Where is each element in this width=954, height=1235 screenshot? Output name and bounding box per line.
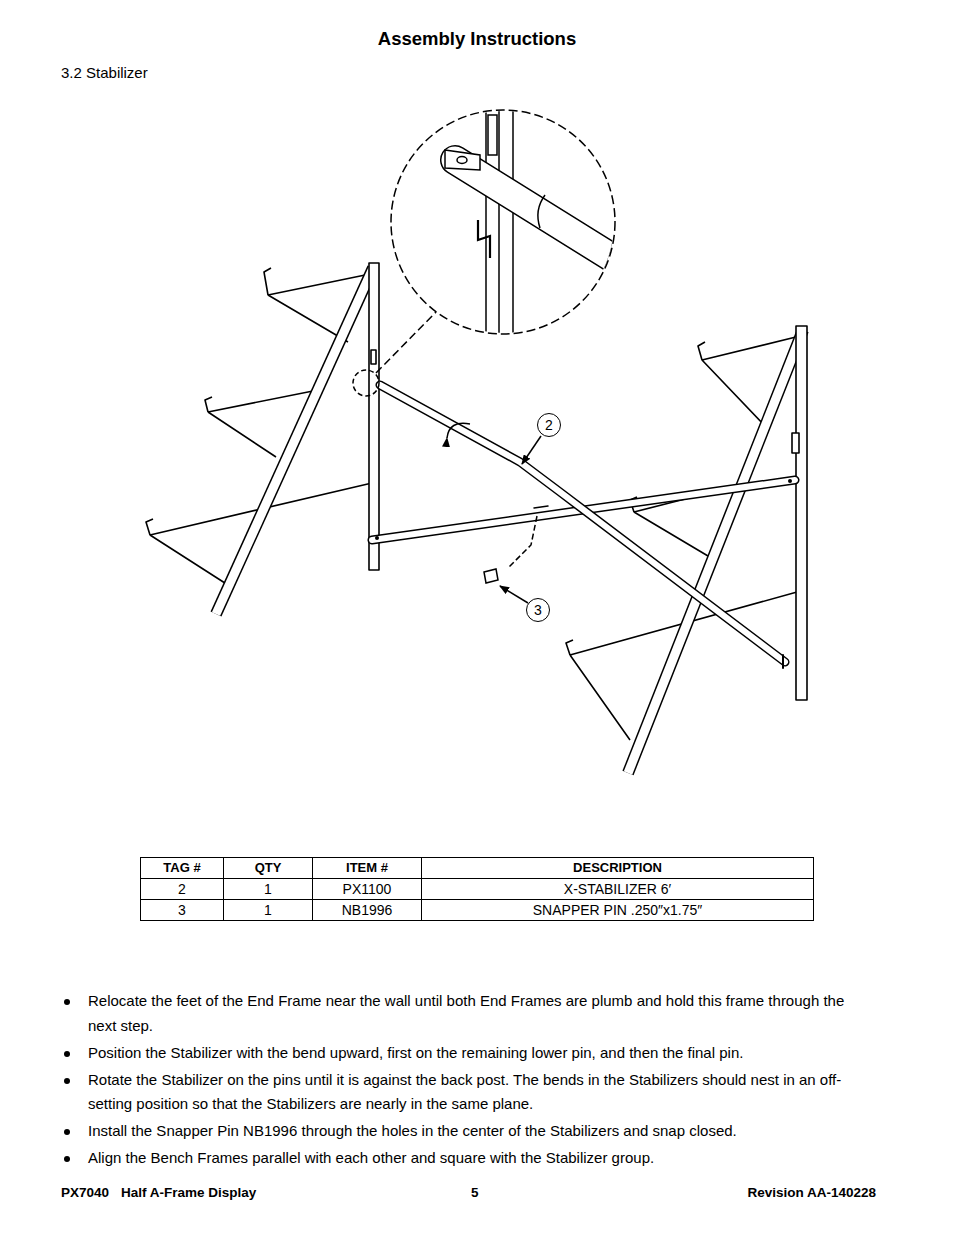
leader-lines-part: [447, 423, 470, 438]
right-end-frame: [566, 326, 807, 773]
section-heading: 3.2 Stabilizer: [61, 64, 148, 81]
parts-table: TAG #QTYITEM #DESCRIPTION21PX1100X-STABI…: [140, 857, 814, 921]
bullet-dot: [64, 1156, 70, 1162]
right-end-frame-part: [628, 330, 803, 773]
detail-view-part-part: [488, 115, 497, 155]
detail-view-part-part: [457, 157, 467, 164]
table-cell: 2: [141, 879, 224, 900]
callout-number: 2: [537, 413, 561, 437]
leader-lines-part: [484, 569, 498, 583]
leader-lines-part: [508, 516, 537, 568]
left-end-frame-part: [369, 263, 379, 570]
callout-text: 3: [534, 602, 542, 618]
detail-view-part-part: [538, 195, 545, 228]
detail-view-part-part: [485, 100, 487, 340]
stabilizers-part: [375, 536, 379, 540]
table-cell: SNAPPER PIN .250″x1.75″: [422, 900, 814, 921]
stabilizers-part: [380, 385, 785, 662]
right-end-frame-part: [628, 330, 803, 773]
table-header: TAG #: [141, 858, 224, 879]
stabilizers-part: [380, 385, 785, 662]
bullet-item: Relocate the feet of the End Frame near …: [62, 989, 852, 1038]
bullet-dot: [64, 1129, 70, 1135]
leader-lines: [447, 423, 541, 603]
right-end-frame-part: [566, 592, 797, 740]
callout-number: 3: [526, 598, 550, 622]
footer-model: PX7040: [61, 1185, 109, 1200]
detail-view-part-part: [512, 100, 514, 340]
stabilizers-part: [534, 506, 548, 508]
instruction-text: Position the Stabilizer with the bend up…: [88, 1044, 743, 1061]
footer-revision: Revision AA-140228: [747, 1185, 876, 1200]
table-row: TAG #QTYITEM #DESCRIPTION: [141, 858, 814, 879]
table-cell: 3: [141, 900, 224, 921]
detail-view-part: [376, 312, 436, 373]
detail-view-part: [445, 100, 640, 340]
instruction-text: Relocate the feet of the End Frame near …: [88, 992, 844, 1034]
table-cell: 1: [224, 879, 313, 900]
bullet-item: Position the Stabilizer with the bend up…: [62, 1041, 852, 1066]
table-row: 21PX1100X-STABILIZER 6′: [141, 879, 814, 900]
detail-view-part-part: [498, 100, 500, 340]
bullet-item: Align the Bench Frames parallel with eac…: [62, 1146, 852, 1171]
table-cell: 1: [224, 900, 313, 921]
left-end-frame: [146, 263, 379, 614]
bullet-item: Install the Snapper Pin NB1996 through t…: [62, 1119, 852, 1144]
bullet-list: Relocate the feet of the End Frame near …: [62, 989, 852, 1173]
bullet-dot: [64, 1051, 70, 1057]
right-end-frame-part: [796, 326, 807, 700]
bullet-dot: [64, 999, 70, 1005]
table-row: 31NB1996SNAPPER PIN .250″x1.75″: [141, 900, 814, 921]
stabilizers-part: [782, 655, 784, 668]
left-end-frame-part: [216, 268, 373, 614]
detail-view-part-part: [478, 220, 490, 258]
footer-product: Half A-Frame Display: [121, 1185, 256, 1200]
table-header: DESCRIPTION: [422, 858, 814, 879]
table-cell: PX1100: [313, 879, 422, 900]
stabilizers-part: [788, 479, 792, 483]
table-header: ITEM #: [313, 858, 422, 879]
leader-lines-part: [500, 586, 528, 603]
page-number: 5: [471, 1185, 479, 1200]
detail-view-part-part: [455, 160, 640, 275]
instruction-text: Install the Snapper Pin NB1996 through t…: [88, 1122, 737, 1139]
bullet-dot: [64, 1078, 70, 1084]
detail-view: [353, 100, 640, 396]
left-end-frame-part: [371, 350, 376, 364]
detail-view-part-part: [455, 160, 640, 275]
detail-view-part: [391, 110, 615, 334]
callout-text: 2: [545, 417, 553, 433]
table-cell: X-STABILIZER 6′: [422, 879, 814, 900]
bullet-item: Rotate the Stabilizer on the pins until …: [62, 1068, 852, 1117]
page-title: Assembly Instructions: [0, 28, 954, 50]
right-end-frame-part: [792, 433, 799, 453]
table-cell: NB1996: [313, 900, 422, 921]
detail-view-part-part: [445, 150, 480, 170]
instruction-text: Align the Bench Frames parallel with eac…: [88, 1149, 654, 1166]
detail-view-part: [353, 370, 379, 396]
table-header: QTY: [224, 858, 313, 879]
stabilizers: [372, 385, 795, 668]
left-end-frame-part: [216, 268, 373, 614]
left-end-frame-part: [146, 483, 372, 585]
instruction-text: Rotate the Stabilizer on the pins until …: [88, 1071, 841, 1113]
leader-lines-part: [522, 436, 541, 464]
